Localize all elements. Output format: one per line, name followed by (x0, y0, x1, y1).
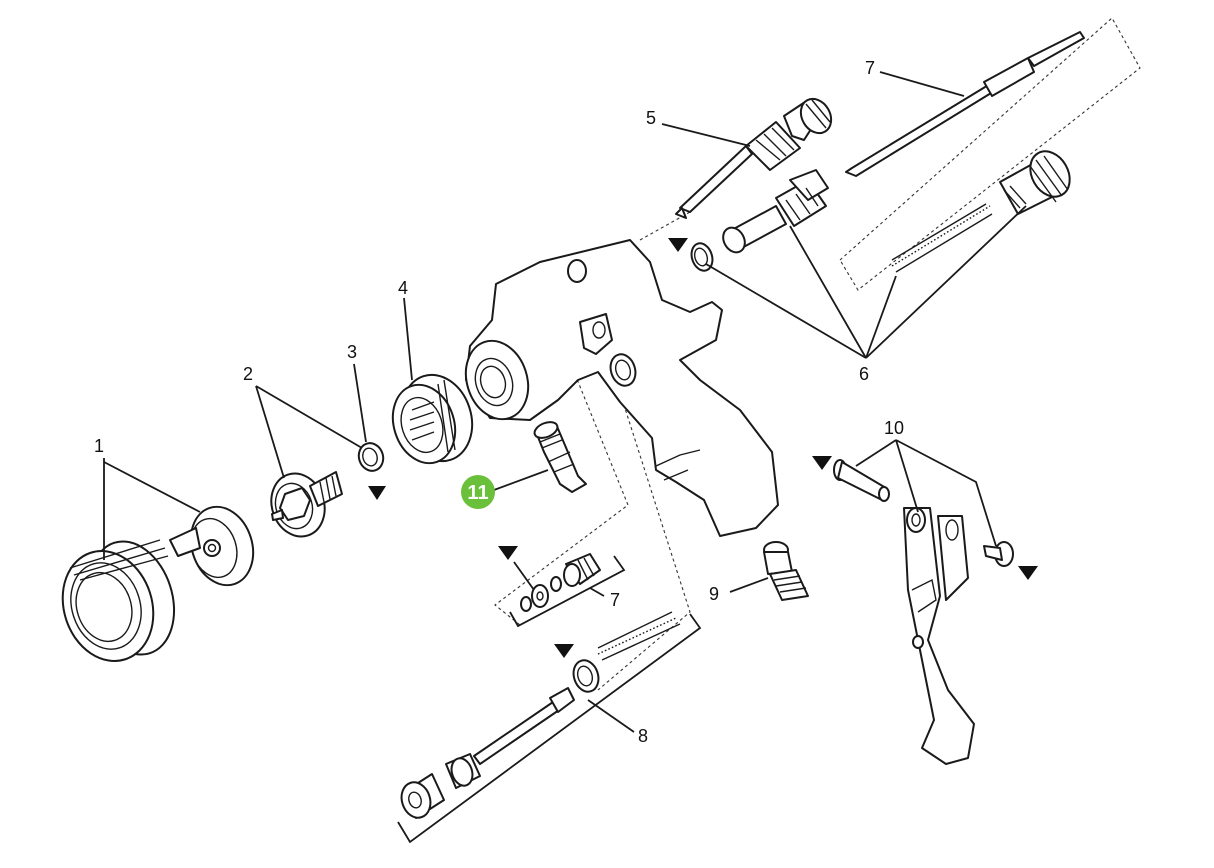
triangle-down-marker-icon (498, 546, 518, 560)
triangle-down-marker-icon (368, 486, 386, 500)
callout-3: 3 (347, 342, 357, 362)
callout-10: 10 (884, 418, 904, 438)
callout-11-badge[interactable]: 11 (461, 475, 495, 509)
spray-gun-body[interactable] (456, 239, 779, 537)
triangle-down-marker-icon (554, 644, 574, 658)
callout-2: 2 (243, 364, 253, 384)
callout-4: 4 (398, 278, 408, 298)
baffle-seal-ring[interactable] (355, 440, 386, 474)
callout-9: 9 (709, 584, 719, 604)
triangle-down-marker-icons (368, 238, 1038, 658)
needle-adjust-knob[interactable] (999, 144, 1078, 215)
needle-spring[interactable] (891, 203, 993, 273)
air-cap[interactable] (169, 499, 263, 594)
callout-5: 5 (646, 108, 656, 128)
air-valve-assembly[interactable] (397, 611, 681, 821)
fluid-path-outline-2 (597, 329, 691, 691)
needle-assembly-outline (839, 17, 1141, 291)
needle-packing-nut[interactable] (719, 169, 829, 256)
leader-lines (103, 71, 1027, 844)
trigger-pin[interactable] (833, 459, 890, 502)
fluid-inlet-nipple[interactable] (532, 419, 587, 493)
air-cap-retaining-ring[interactable] (49, 530, 188, 672)
callout-1: 1 (94, 436, 104, 456)
callout-7-needle: 7 (865, 58, 875, 78)
fluid-nozzle[interactable] (263, 467, 343, 544)
trigger-screw[interactable] (983, 541, 1014, 567)
triangle-down-marker-icon (812, 456, 832, 470)
fluid-needle[interactable] (845, 31, 1085, 177)
fluid-needle-adjust[interactable] (675, 93, 837, 219)
triangle-down-marker-icon (1018, 566, 1038, 580)
triangle-down-marker-icon (668, 238, 688, 252)
fluid-path-outline (494, 351, 629, 626)
callout-7-valve-kit: 7 (610, 590, 620, 610)
callout-8: 8 (638, 726, 648, 746)
air-distributor[interactable] (383, 366, 483, 472)
trigger[interactable] (903, 507, 975, 765)
callout-6: 6 (859, 364, 869, 384)
needle-packing-ring[interactable] (688, 241, 716, 274)
callout-11: 11 (467, 482, 488, 504)
air-inlet-fitting[interactable] (763, 541, 809, 601)
air-valve-kit[interactable] (520, 553, 601, 612)
